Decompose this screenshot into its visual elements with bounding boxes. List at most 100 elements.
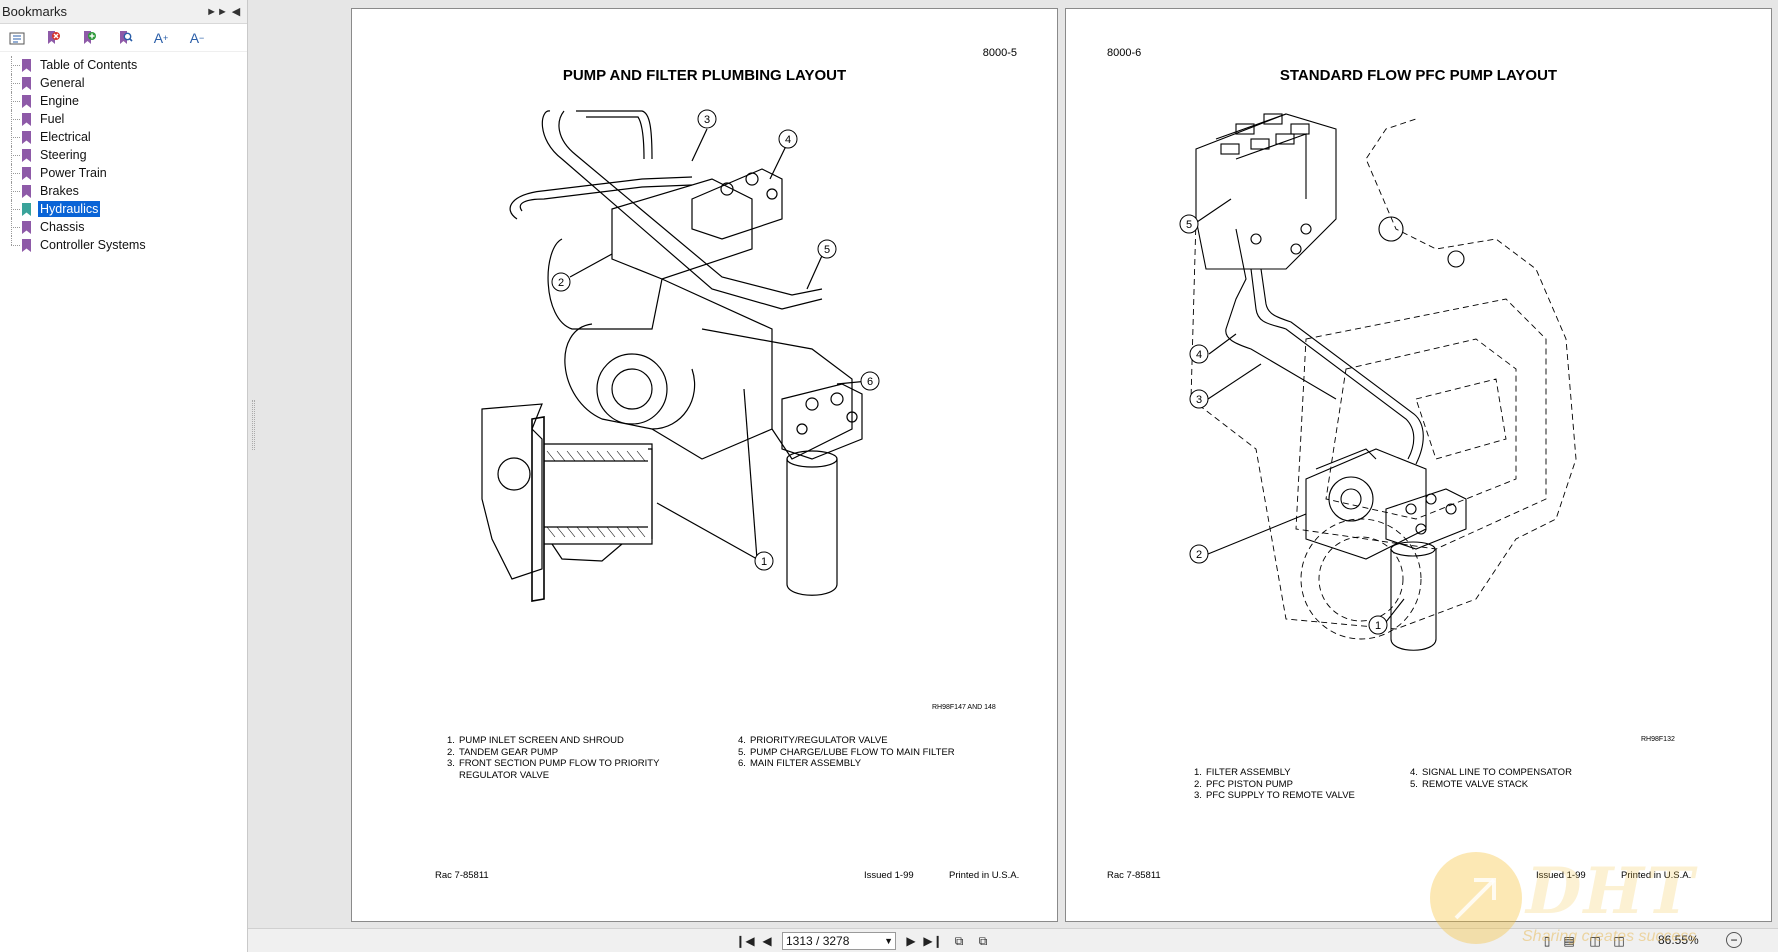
callout-1-label: 1 (1375, 620, 1381, 632)
panel-splitter[interactable] (252, 400, 255, 450)
page-number: 8000-5 (982, 47, 1017, 59)
bookmark-label: Brakes (40, 184, 79, 198)
legend-item: 5.REMOTE VALVE STACK (1410, 779, 1672, 791)
last-page-icon[interactable]: ▶❙ (923, 934, 943, 948)
legend-number: 1. (447, 735, 455, 746)
bookmark-icon (22, 94, 31, 108)
bookmark-item[interactable]: Steering (0, 146, 247, 164)
callout-1-label: 1 (761, 556, 767, 568)
increase-text-size-icon[interactable]: A+ (153, 29, 169, 46)
bookmarks-header: Bookmarks ►► ◀ (0, 0, 247, 24)
pump-filter-diagram: 1 2 3 4 5 6 (481, 109, 880, 602)
legend-text: PUMP INLET SCREEN AND SHROUD (459, 735, 624, 746)
decrease-text-size-icon[interactable]: A− (189, 29, 205, 46)
callout-2: 2 (551, 272, 571, 292)
bookmark-item[interactable]: Fuel (0, 110, 247, 128)
legend-number: 1. (1194, 767, 1202, 778)
legend-number: 4. (1410, 767, 1418, 778)
footer-printed: Printed in U.S.A. (1621, 870, 1692, 881)
legend-number: 3. (1194, 790, 1202, 801)
options-icon[interactable] (4, 27, 30, 49)
legend-text: FRONT SECTION PUMP FLOW TO PRIORITY REGU… (459, 758, 660, 781)
page-number-field[interactable]: 1313 / 3278 ▼ (782, 932, 896, 950)
collapse-panel-icon[interactable]: ◀ (231, 6, 241, 18)
callout-5-label: 5 (824, 244, 830, 256)
zoom-level[interactable]: 86.55% (1658, 933, 1699, 947)
callout-4-label: 4 (1196, 349, 1202, 361)
bookmark-icon (22, 130, 31, 144)
legend-text: REMOTE VALVE STACK (1422, 778, 1529, 790)
bookmark-icon (22, 166, 31, 180)
callout-6: 6 (860, 371, 880, 391)
footer-doc-id: Rac 7-85811 (1107, 870, 1161, 881)
figure-code: RH98F132 (1641, 736, 1675, 743)
next-view-icon[interactable]: ⧉ (978, 933, 988, 948)
bookmark-item[interactable]: Hydraulics (0, 200, 247, 218)
bookmark-label: Fuel (40, 112, 65, 126)
continuous-view-icon[interactable]: ▤ (1563, 934, 1575, 948)
bookmark-icon (22, 148, 31, 162)
page-8000-5: 8000-5 PUMP AND FILTER PLUMBING LAYOUT (351, 8, 1058, 922)
callout-3: 3 (697, 109, 717, 129)
page-title: PUMP AND FILTER PLUMBING LAYOUT (562, 67, 847, 84)
legend-text: PRIORITY/REGULATOR VALVE (750, 735, 888, 746)
zoom-out-icon[interactable]: − (1726, 932, 1742, 948)
callout-4: 4 (778, 129, 798, 149)
legend-number: 2. (447, 746, 455, 758)
bookmark-item[interactable]: Table of Contents (0, 56, 247, 74)
bookmark-label: Controller Systems (40, 238, 146, 252)
callout-5: 5 (1179, 214, 1199, 234)
facing-view-icon[interactable]: ◫ (1589, 934, 1601, 948)
callout-1: 1 (1368, 615, 1388, 635)
bookmark-icon (22, 238, 31, 252)
bookmark-item[interactable]: Chassis (0, 218, 247, 236)
footer-issued: Issued 1-99 (1536, 870, 1586, 881)
callout-5-label: 5 (1186, 219, 1192, 231)
single-page-view-icon[interactable]: ▯ (1543, 934, 1551, 948)
bookmark-item[interactable]: Controller Systems (0, 236, 247, 254)
bookmark-icon (22, 112, 31, 126)
chevron-down-icon[interactable]: ▼ (884, 936, 893, 946)
bookmark-label: General (40, 76, 85, 90)
legend-number: 4. (738, 735, 746, 746)
page-8000-6: 8000-6 STANDARD FLOW PFC PUMP LAYOUT (1065, 8, 1772, 922)
bookmark-label: Engine (40, 94, 79, 108)
callout-3: 3 (1189, 389, 1209, 409)
delete-bookmark-icon[interactable] (40, 27, 66, 49)
callouts-right: 1 2 3 4 5 (1179, 214, 1388, 635)
callouts-left: 1 2 3 4 5 6 (551, 109, 880, 571)
callout-1: 1 (754, 551, 774, 571)
bookmark-item[interactable]: Electrical (0, 128, 247, 146)
callout-6-label: 6 (867, 376, 873, 388)
callout-2-label: 2 (558, 277, 564, 289)
page-number: 8000-6 (1107, 47, 1142, 59)
page-navigation-bar: ❙◀ ◀ 1313 / 3278 ▼ ▶ ▶❙ ⧉ ⧉ ▯ ▤ ◫ ◫ 86.5… (248, 928, 1778, 952)
page-title: STANDARD FLOW PFC PUMP LAYOUT (1279, 67, 1558, 84)
previous-view-icon[interactable]: ⧉ (954, 933, 964, 948)
legend-item: 6.MAIN FILTER ASSEMBLY (738, 758, 1000, 770)
bookmark-label: Steering (40, 148, 87, 162)
bookmark-item[interactable]: General (0, 74, 247, 92)
legend-item: 3.FRONT SECTION PUMP FLOW TO PRIORITY RE… (447, 758, 709, 781)
bookmark-icon (22, 184, 31, 198)
bookmark-label: Table of Contents (40, 58, 138, 72)
bookmark-icon (22, 202, 31, 216)
figure-code: RH98F147 AND 148 (932, 704, 996, 711)
continuous-facing-view-icon[interactable]: ◫ (1613, 934, 1625, 948)
bookmark-label: Chassis (40, 220, 85, 234)
legend-item: 4.SIGNAL LINE TO COMPENSATOR (1410, 767, 1672, 779)
previous-page-icon[interactable]: ◀ (762, 934, 772, 948)
bookmark-item[interactable]: Power Train (0, 164, 247, 182)
first-page-icon[interactable]: ❙◀ (735, 934, 755, 948)
bookmark-item[interactable]: Engine (0, 92, 247, 110)
expand-panel-icon[interactable]: ►► (206, 5, 228, 18)
next-page-icon[interactable]: ▶ (906, 934, 916, 948)
callout-3-label: 3 (1196, 394, 1202, 406)
find-bookmark-icon[interactable] (112, 27, 138, 49)
new-bookmark-icon[interactable] (76, 27, 102, 49)
bookmark-item[interactable]: Brakes (0, 182, 247, 200)
